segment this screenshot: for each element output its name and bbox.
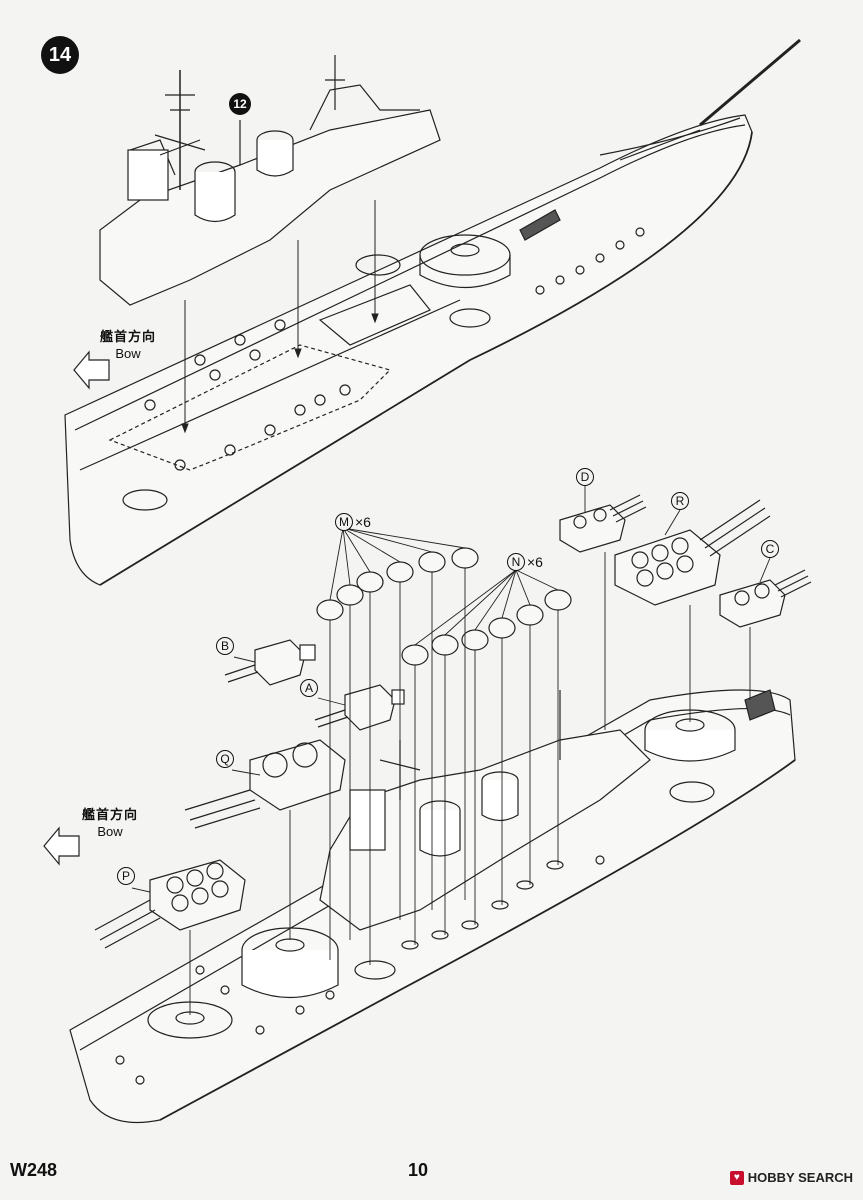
part-label-A: A	[300, 679, 318, 697]
part-letter: M	[335, 513, 353, 531]
step-number-badge: 14	[41, 36, 79, 74]
part-letter: C	[761, 540, 779, 558]
model-code: W248	[10, 1160, 58, 1180]
turret-R	[614, 499, 771, 606]
bow-label-jp: 艦首方向	[82, 808, 139, 823]
part-label-N: N ×6	[507, 553, 543, 571]
turret-Q	[184, 739, 346, 829]
turret-D	[559, 494, 647, 553]
part-qty: ×6	[355, 514, 371, 530]
hobby-search-logo-icon: ♥	[729, 1170, 744, 1185]
bow-arrow-upper	[73, 350, 110, 390]
bow-label-en: Bow	[97, 824, 123, 839]
turret-A	[314, 684, 405, 731]
bow-label-jp: 艦首方向	[100, 330, 157, 345]
bow-label-lower: 艦首方向 Bow	[82, 808, 138, 840]
part-label-P: P	[117, 867, 135, 885]
bow-label-upper: 艦首方向 Bow	[100, 330, 156, 362]
leader-lines	[131, 486, 771, 1015]
watermark-text: HOBBY SEARCH	[747, 1170, 853, 1185]
aa-mounts-M	[316, 547, 479, 621]
part-label-B: B	[216, 637, 234, 655]
watermark: ♥ HOBBY SEARCH	[729, 1170, 853, 1185]
lower-hull	[69, 689, 796, 1124]
part-letter: B	[216, 637, 234, 655]
bow-label-en: Bow	[115, 346, 141, 361]
part-letter: P	[117, 867, 135, 885]
part-letter: D	[576, 468, 594, 486]
part-label-D: D	[576, 468, 594, 486]
part-label-Q: Q	[216, 750, 234, 768]
part-label-R: R	[671, 492, 689, 510]
turret-C	[719, 569, 812, 628]
part-label-M: M ×6	[335, 513, 371, 531]
upper-arrows	[181, 200, 379, 434]
part-label-C: C	[761, 540, 779, 558]
bow-arrow-lower	[43, 826, 80, 866]
page-number: 10	[408, 1160, 429, 1180]
reference-step-badge: 12	[229, 93, 251, 115]
turret-B	[224, 639, 316, 686]
part-letter: N	[507, 553, 525, 571]
aa-mounts-N	[401, 589, 572, 666]
part-letter: Q	[216, 750, 234, 768]
part-letter: R	[671, 492, 689, 510]
part-qty: ×6	[527, 554, 543, 570]
upper-hull	[64, 38, 801, 586]
turret-P	[94, 859, 246, 949]
part-letter: A	[300, 679, 318, 697]
upper-superstructure	[99, 55, 441, 306]
